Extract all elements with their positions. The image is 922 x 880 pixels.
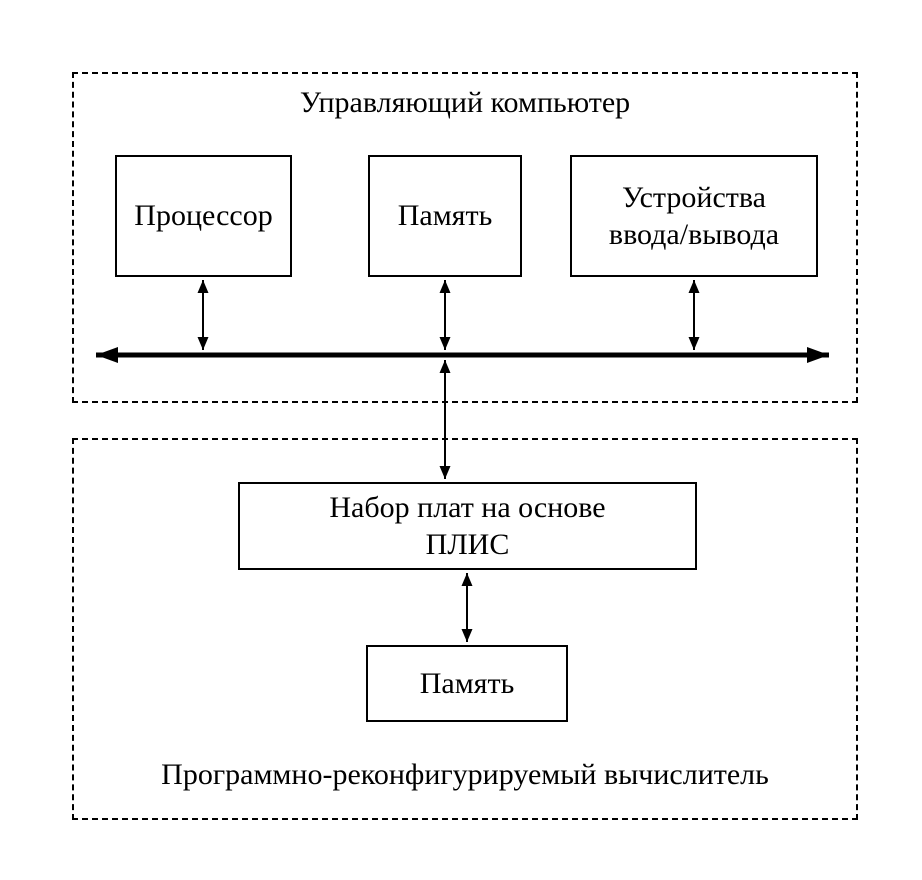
memory-box-bottom: Память (366, 645, 568, 722)
io-devices-label: Устройства ввода/вывода (608, 180, 780, 252)
memory-top-label: Память (397, 199, 493, 233)
processor-label: Процессор (134, 199, 273, 233)
memory-box-top: Память (368, 155, 522, 277)
processor-box: Процессор (115, 155, 292, 277)
reconfigurable-computer-title: Программно-реконфигурируемый вычислитель (161, 758, 769, 791)
control-computer-title: Управляющий компьютер (299, 86, 631, 119)
memory-bottom-label: Память (419, 666, 515, 700)
fpga-boards-label: Набор плат на основе ПЛИС (329, 490, 606, 562)
reconfigurable-computer-group: Программно-реконфигурируемый вычислитель (72, 438, 858, 820)
control-computer-group: Управляющий компьютер (72, 72, 858, 403)
io-devices-box: Устройства ввода/вывода (570, 155, 818, 277)
fpga-boards-box: Набор плат на основе ПЛИС (238, 482, 697, 570)
